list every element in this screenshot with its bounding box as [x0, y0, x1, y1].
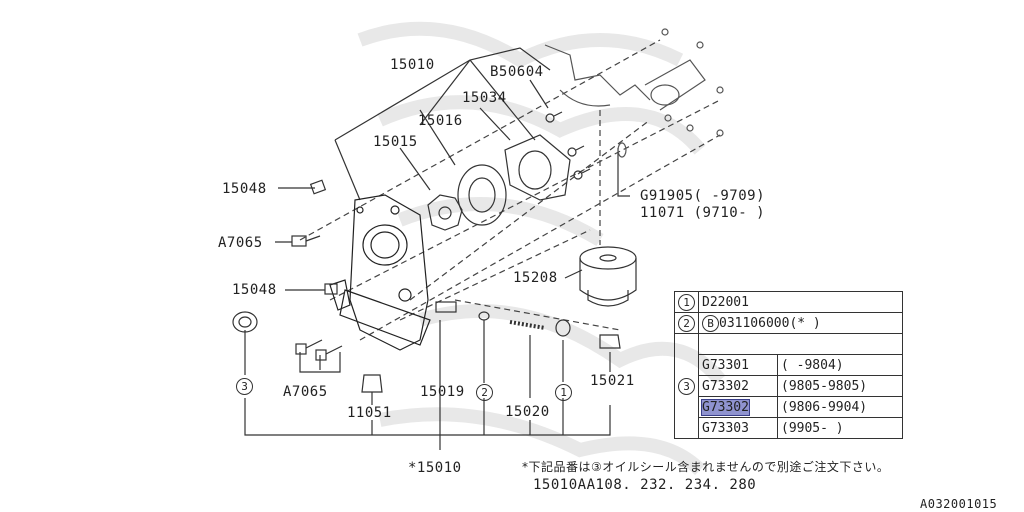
footnote: *下記品番は③オイルシール含まれませんので別途ご注文下さい。 — [522, 460, 890, 474]
outer-rotor — [457, 164, 507, 226]
seal-date-range: (9806-9904) — [777, 396, 903, 418]
seal-date-range: (9805-9805) — [777, 375, 903, 397]
callout-1: 1 — [555, 384, 572, 401]
engine-block-outline — [544, 28, 724, 158]
label-11051: 11051 — [347, 405, 392, 421]
bolt-symbol: B — [702, 314, 719, 332]
applicable-codes: 15010AA108. 232. 234. 280 — [533, 477, 757, 493]
assembly-guide-lines — [299, 39, 721, 341]
label-15019: 15019 — [420, 384, 465, 400]
label-15034: 15034 — [462, 90, 507, 106]
callout-3: 3 — [236, 378, 253, 395]
label-15010: 15010 — [390, 57, 435, 73]
row-number: 1 — [678, 293, 695, 311]
label-a7065-bottom: A7065 — [283, 384, 328, 400]
seal-part-number-highlighted[interactable]: G73302 — [701, 398, 750, 416]
seal-part-number: G73303 — [698, 417, 778, 439]
callout-2: 2 — [476, 384, 493, 401]
row-number: 2 — [678, 314, 695, 332]
inner-rotor — [427, 194, 463, 231]
label-15048-bottom: 15048 — [232, 282, 277, 298]
parts-row-1: 1 D22001 — [674, 291, 903, 313]
label-g91905: G91905( -9709) — [640, 188, 766, 204]
seal-date-range: (9905- ) — [777, 417, 903, 439]
label-15015: 15015 — [373, 134, 418, 150]
seal-row: G73303 (9905- ) — [675, 417, 903, 439]
label-15048-top: 15048 — [222, 181, 267, 197]
label-11071: 11071 (9710- ) — [640, 205, 766, 221]
label-b50604: B50604 — [490, 64, 544, 80]
label-15208: 15208 — [513, 270, 558, 286]
part-number: D22001 — [698, 291, 903, 313]
leader-lines — [244, 47, 630, 450]
label-15010-star: *15010 — [408, 460, 462, 476]
seal-part-number: G73302 — [698, 375, 778, 397]
parts-row-3a: 3 — [674, 333, 903, 439]
pump-cover — [504, 111, 591, 201]
label-15016: 15016 — [418, 113, 463, 129]
label-15020: 15020 — [505, 404, 550, 420]
seal-row: G73302 (9805-9805) — [675, 375, 903, 397]
seal-date-range: ( -9804) — [777, 354, 903, 376]
oil-pump-housing — [329, 194, 431, 351]
label-15021: 15021 — [590, 373, 635, 389]
figure-id: A032001015 — [920, 497, 998, 511]
seal-part-number: G73301 — [698, 354, 778, 376]
row-number: 3 — [678, 377, 695, 395]
seal-row: G73301 ( -9804) — [675, 354, 903, 376]
oil-filter — [579, 246, 637, 307]
seal-row-selected[interactable]: G73302 (9806-9904) — [675, 396, 903, 418]
small-parts — [232, 179, 621, 393]
part-number: 031106000(* ) — [719, 315, 821, 331]
label-a7065-top: A7065 — [218, 235, 263, 251]
